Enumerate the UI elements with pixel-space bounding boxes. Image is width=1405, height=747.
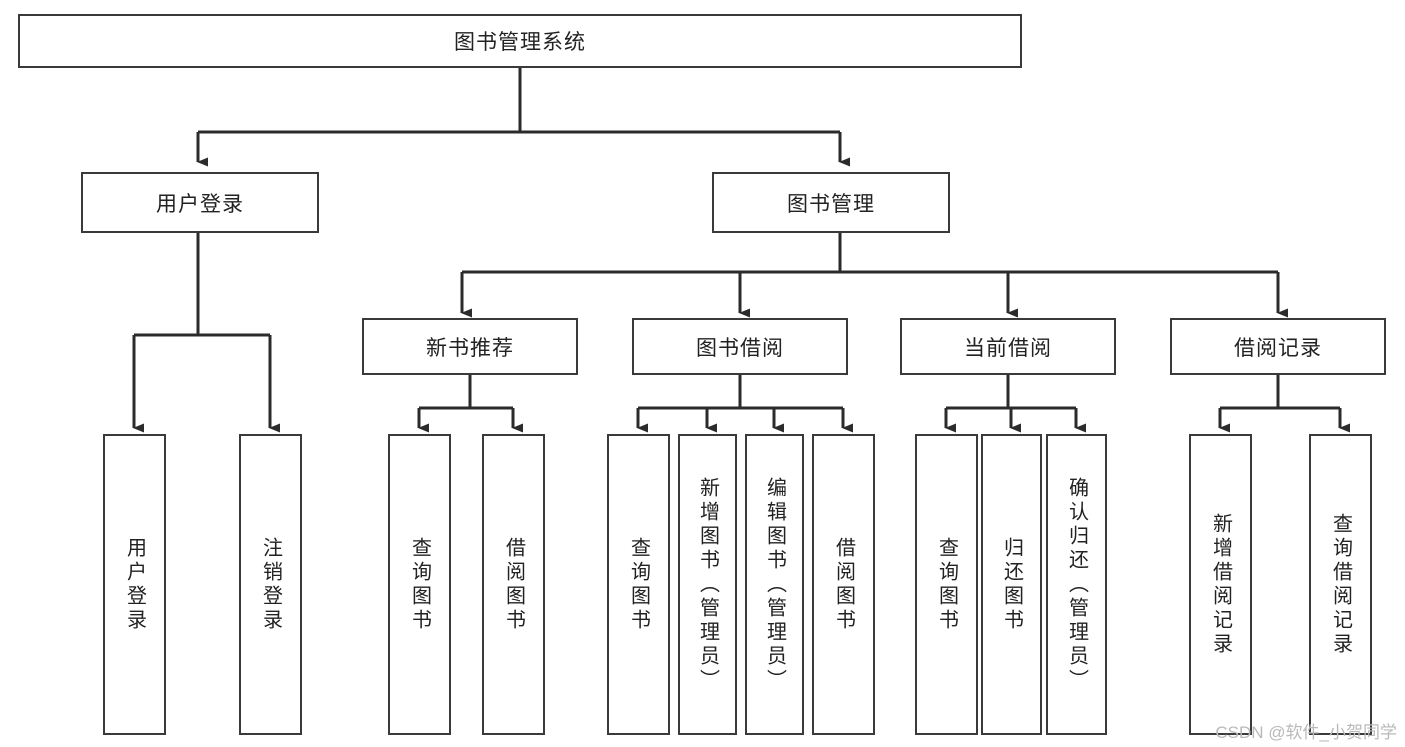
- node-user-login-label: 用户登录: [156, 192, 244, 216]
- node-leaf-add-record[interactable]: 新增借阅记录: [1189, 434, 1252, 735]
- node-leaf-return-book-label: 归还图书: [1000, 536, 1023, 633]
- node-leaf-return-book[interactable]: 归还图书: [981, 434, 1042, 735]
- node-new-book-rec[interactable]: 新书推荐: [362, 318, 578, 375]
- node-book-borrow[interactable]: 图书借阅: [632, 318, 848, 375]
- node-leaf-query-book-2-label: 查询图书: [627, 536, 650, 633]
- node-root[interactable]: 图书管理系统: [18, 14, 1022, 68]
- node-user-login[interactable]: 用户登录: [81, 172, 319, 233]
- node-book-borrow-label: 图书借阅: [696, 336, 784, 360]
- node-new-book-rec-label: 新书推荐: [426, 336, 514, 360]
- node-leaf-query-record-label: 查询借阅记录: [1329, 512, 1352, 657]
- node-root-label: 图书管理系统: [454, 31, 586, 54]
- watermark-text: CSDN @软件_小贺同学: [1215, 723, 1397, 742]
- node-leaf-confirm-return-label: 确认归还（管理员）: [1065, 476, 1088, 693]
- node-leaf-query-book-1-label: 查询图书: [408, 536, 431, 633]
- node-leaf-query-book-3[interactable]: 查询图书: [915, 434, 978, 735]
- node-leaf-query-book-2[interactable]: 查询图书: [607, 434, 670, 735]
- node-leaf-add-book[interactable]: 新增图书（管理员）: [678, 434, 737, 735]
- node-leaf-user-login[interactable]: 用户登录: [103, 434, 166, 735]
- node-current-borrow-label: 当前借阅: [964, 336, 1052, 360]
- node-leaf-borrow-book-1-label: 借阅图书: [502, 536, 525, 633]
- node-current-borrow[interactable]: 当前借阅: [900, 318, 1116, 375]
- node-borrow-record-label: 借阅记录: [1234, 336, 1322, 360]
- node-book-manage-label: 图书管理: [787, 192, 875, 216]
- node-book-manage[interactable]: 图书管理: [712, 172, 950, 233]
- node-leaf-query-record[interactable]: 查询借阅记录: [1309, 434, 1372, 735]
- node-leaf-logout-label: 注销登录: [259, 536, 282, 633]
- node-leaf-query-book-3-label: 查询图书: [935, 536, 958, 633]
- node-leaf-confirm-return[interactable]: 确认归还（管理员）: [1046, 434, 1107, 735]
- node-leaf-borrow-book-2[interactable]: 借阅图书: [812, 434, 875, 735]
- node-leaf-query-book-1[interactable]: 查询图书: [388, 434, 451, 735]
- node-borrow-record[interactable]: 借阅记录: [1170, 318, 1386, 375]
- node-leaf-edit-book[interactable]: 编辑图书（管理员）: [745, 434, 804, 735]
- node-leaf-borrow-book-2-label: 借阅图书: [832, 536, 855, 633]
- node-leaf-edit-book-label: 编辑图书（管理员）: [763, 476, 786, 693]
- node-leaf-logout[interactable]: 注销登录: [239, 434, 302, 735]
- node-leaf-add-book-label: 新增图书（管理员）: [696, 476, 719, 693]
- node-leaf-add-record-label: 新增借阅记录: [1209, 512, 1232, 657]
- node-leaf-user-login-label: 用户登录: [123, 536, 146, 633]
- node-leaf-borrow-book-1[interactable]: 借阅图书: [482, 434, 545, 735]
